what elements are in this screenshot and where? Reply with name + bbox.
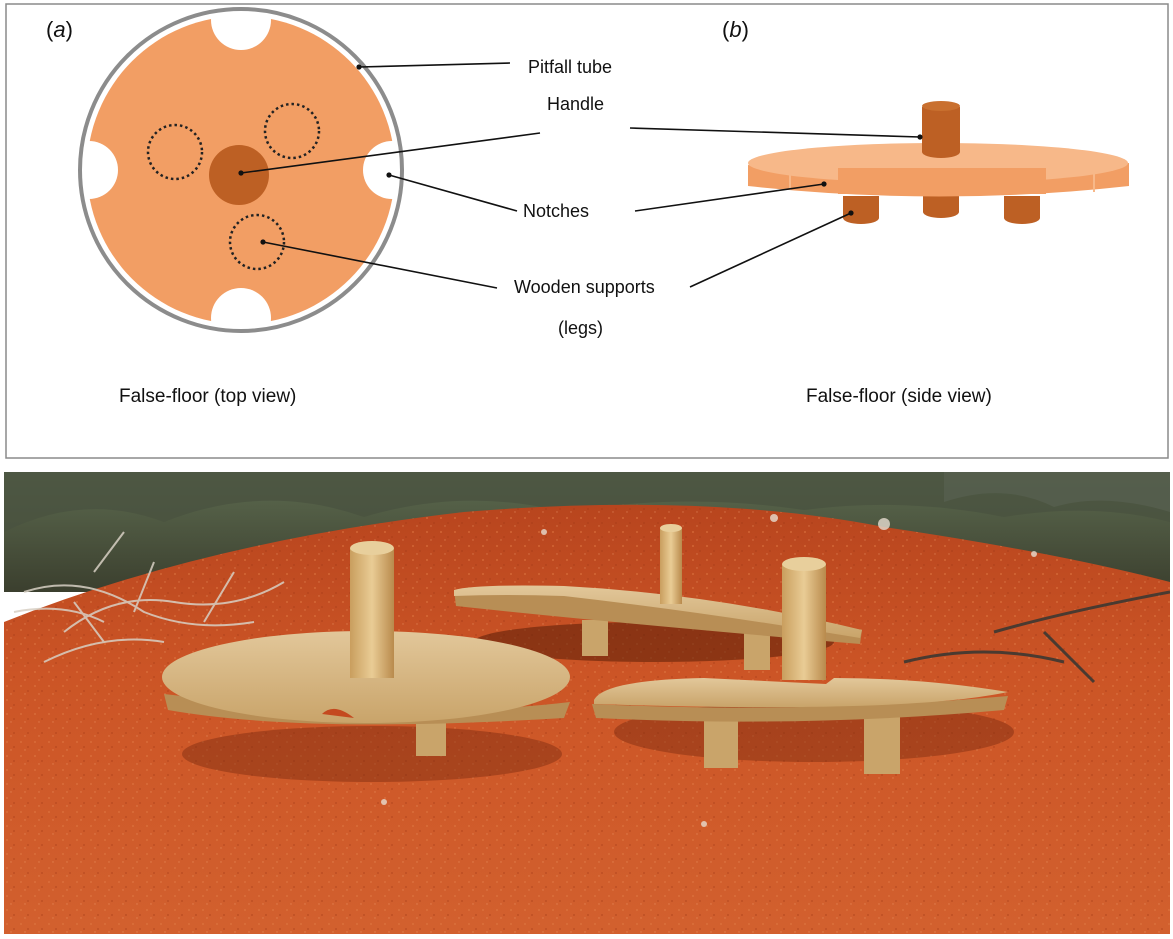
sand-texture — [4, 504, 1170, 934]
handle-top — [209, 145, 269, 205]
leg-side — [923, 196, 959, 218]
leg-outline — [146, 123, 204, 181]
leg-outline — [228, 213, 286, 271]
notch-face — [838, 168, 1046, 194]
handle-label: Handle — [547, 94, 604, 114]
top-view-caption: False-floor (top view) — [119, 386, 296, 407]
panel-a-label: (a) — [46, 17, 73, 42]
side-view-disc — [748, 101, 1129, 224]
callout-dots — [238, 64, 923, 245]
callout-lines — [240, 62, 921, 289]
false-floor-right — [592, 557, 1008, 774]
handle-side-top — [922, 101, 960, 111]
field-photo — [4, 472, 1170, 934]
handle-side — [922, 107, 960, 158]
pebbles — [381, 514, 1037, 827]
bush-canopy — [4, 472, 1170, 532]
legs-label: (legs) — [558, 318, 603, 338]
side-view-caption: False-floor (side view) — [806, 386, 992, 407]
wooden-supports-label: Wooden supports — [514, 277, 655, 297]
branches — [903, 590, 1170, 684]
leg-side — [1004, 196, 1040, 224]
notches-label: Notches — [523, 201, 589, 221]
false-floor-left — [162, 541, 570, 756]
false-floor-diagram: (a) (b) — [5, 3, 1169, 459]
top-view-disc — [78, 7, 404, 333]
leg-outline — [263, 102, 321, 160]
dry-twigs — [13, 531, 285, 663]
false-floor-back — [454, 524, 862, 670]
leg-side — [843, 196, 879, 224]
shadow — [182, 726, 562, 782]
panel-b-label: (b) — [722, 17, 749, 42]
pitfall-tube-label: Pitfall tube — [528, 57, 612, 77]
